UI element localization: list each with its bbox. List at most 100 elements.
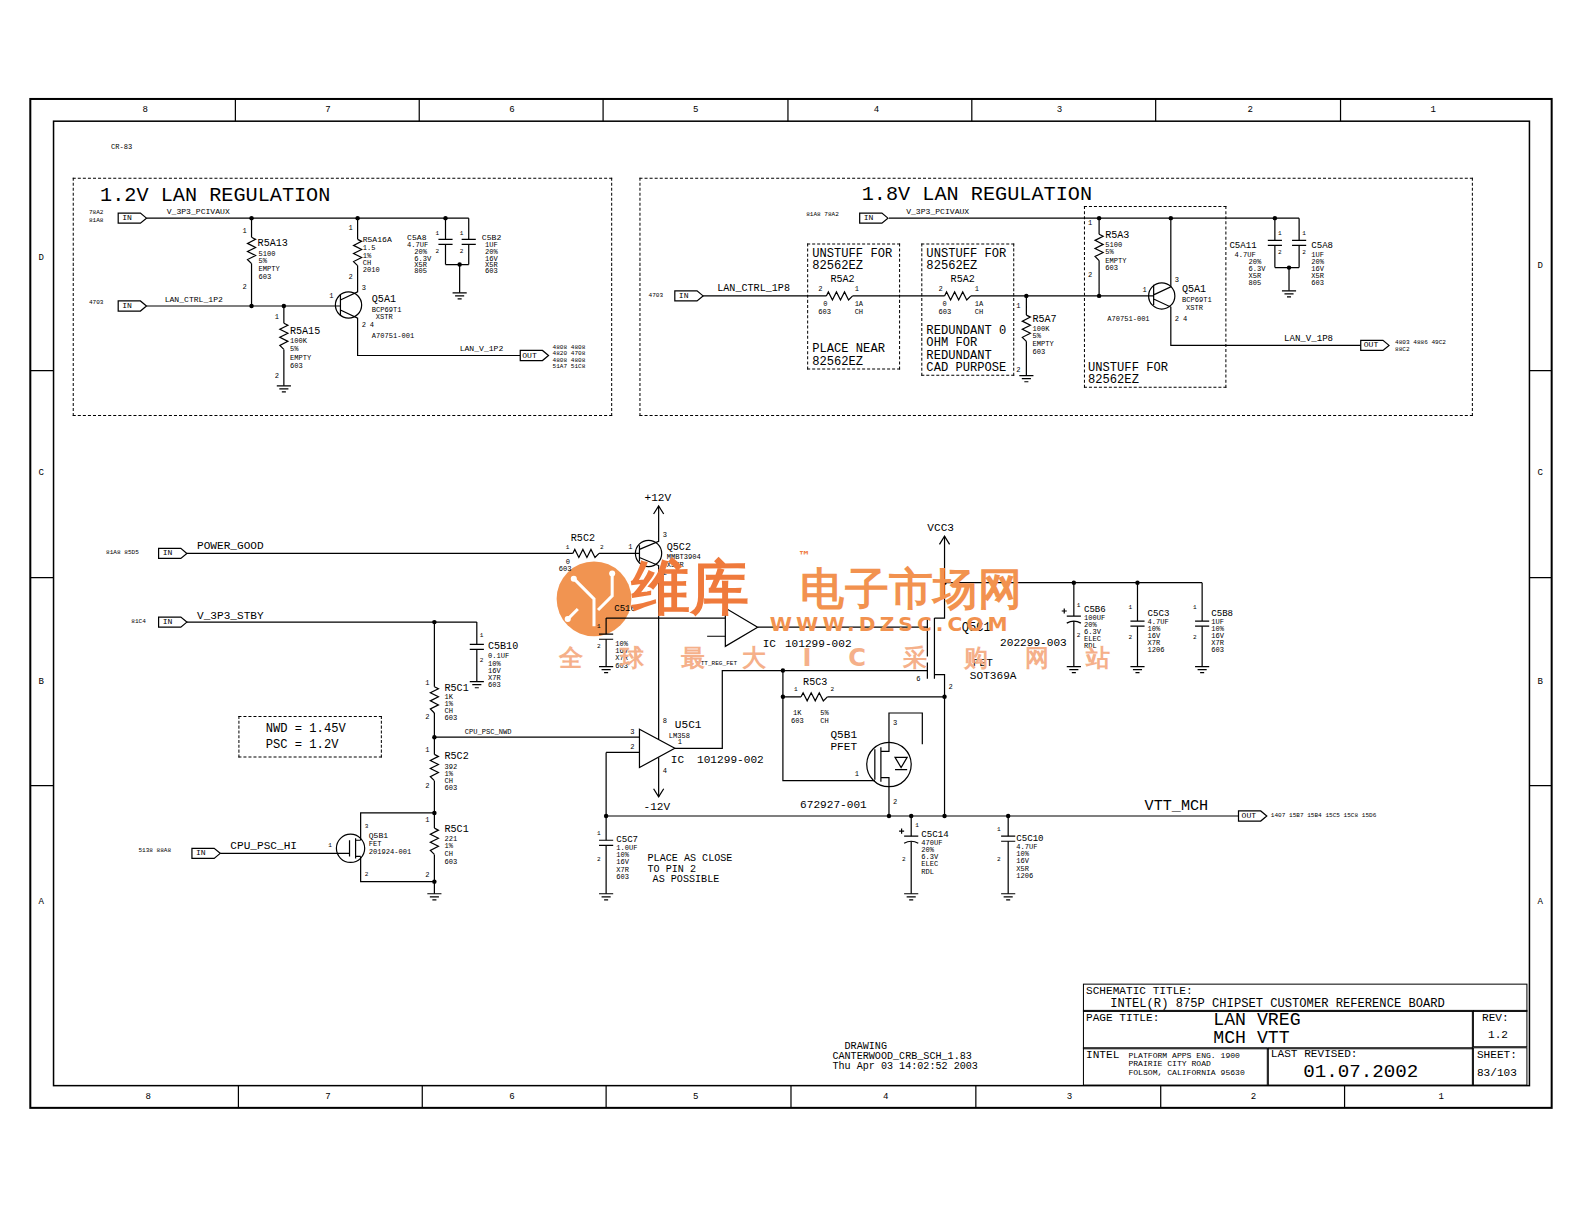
schematic-label: PFET [830, 741, 857, 753]
junction-dot [432, 735, 436, 739]
schematic-label: 81C4 [131, 618, 146, 625]
schematic-label: Thu Apr 03 14:02:52 2003 [832, 1062, 978, 1072]
schematic-label: 1206 [1148, 647, 1165, 654]
schematic-label: 2 [1248, 105, 1253, 115]
schematic-label: 1A [855, 299, 863, 307]
schematic-label: R5A16A [363, 235, 392, 244]
schematic-label: 20% [921, 847, 934, 854]
schematic-label: V_3P3_PCIVAUX [167, 208, 230, 216]
schematic-label: 2 [365, 871, 369, 878]
schematic-label: 1 [275, 313, 279, 321]
node-text-block: LAST REVISED: [1271, 1049, 1358, 1060]
component-symbol [573, 549, 599, 557]
watermark-text: WWW.DZSC.COM [770, 614, 1012, 634]
schematic-label: 0.1UF [488, 652, 509, 660]
watermark-text: 电子市场网 [800, 563, 1022, 615]
schematic-label: IN [864, 213, 874, 222]
schematic-label: 16V [1148, 632, 1161, 640]
schematic-label: 81A8 [89, 217, 104, 224]
schematic-label: A [1538, 896, 1543, 906]
schematic-label: CH [363, 258, 371, 266]
schematic-label: X7R [1148, 639, 1161, 647]
schematic-label: LAN_CTRL_1P2 [165, 296, 223, 304]
junction-dot [1273, 216, 1277, 220]
schematic-label: RDL [921, 868, 934, 875]
node-text: REV: [1482, 1012, 1509, 1024]
schematic-label: 1206 [1148, 646, 1165, 654]
schematic-label: 1UF [1211, 619, 1224, 626]
schematic-label: 2 [1128, 635, 1132, 641]
schematic-label: 1UF [1311, 250, 1324, 258]
schematic-label: 6.3V [921, 853, 938, 861]
schematic-label: X7R [1211, 640, 1224, 647]
schematic-label: 81A8 78A2 [806, 211, 839, 218]
schematic-label: 2 [1088, 271, 1092, 278]
schematic-label: ELEC [1084, 636, 1101, 643]
schematic-label: 1K [444, 693, 452, 700]
schematic-label: R5C3 [803, 678, 827, 688]
schematic-label: IN [163, 618, 173, 626]
schematic-label: 10% [1148, 625, 1161, 633]
schematic-label: B [1538, 676, 1543, 686]
schematic-label: 3 [365, 823, 369, 830]
schematic-label: 3 [630, 729, 634, 736]
schematic-label: 603 [1032, 349, 1045, 356]
ground-symbol [904, 894, 918, 900]
schematic-label: 1 [328, 843, 332, 849]
schematic-label: PLACE AS CLOSE [648, 854, 733, 864]
schematic-label: C5B10 [488, 641, 518, 652]
watermark-text: 全 球 最 大 I C 采 购 网 站 [559, 643, 1124, 671]
schematic-label: 1UF [1311, 251, 1324, 258]
junction-dot [1135, 580, 1139, 584]
schematic-label: Thu Apr 03 14:02:52 2003 [832, 1061, 978, 1072]
ground-symbol [470, 682, 484, 688]
schematic-label: BCP69T1 [372, 307, 402, 314]
schematic-label: 603 [444, 858, 457, 866]
schematic-label: 1 [1128, 605, 1132, 611]
schematic-label: 101299-002 [697, 754, 764, 766]
port-flag [118, 213, 146, 223]
node-text-block: 1.8V LAN REGULATION [862, 185, 1092, 205]
schematic-label: 1206 [1016, 872, 1033, 879]
schematic-label: 3 [630, 728, 634, 736]
schematic-label: 1 [678, 738, 682, 746]
schematic-label: 10% [1211, 626, 1224, 633]
schematic-label: 2 [1088, 270, 1092, 278]
node-text: 1.8V LAN REGULATION [862, 183, 1092, 206]
node-text: UNSTUFF FOR 82562EZ [926, 246, 1006, 272]
schematic-label: 1 [349, 225, 353, 232]
schematic-label: X5R [1249, 272, 1262, 279]
schematic-label: DRAWING [845, 1041, 887, 1052]
schematic-label: 5% [1032, 332, 1040, 340]
component-symbol [280, 323, 288, 349]
schematic-label: VCC3 [927, 522, 954, 534]
wire [146, 218, 520, 386]
schematic-label: Q5B1 [369, 832, 388, 840]
schematic-label: RDL [921, 867, 934, 875]
schematic-label: 5% [259, 256, 267, 264]
schematic-label: 1 [435, 230, 439, 237]
schematic-label: 2 [275, 371, 279, 379]
schematic-label: ELEC [921, 860, 938, 868]
schematic-label: VCC3 [927, 523, 954, 534]
schematic-label: R5A7 [1032, 314, 1056, 325]
schematic-label: AS POSSIBLE [653, 875, 720, 885]
schematic-label: TO PIN 2 [648, 864, 697, 874]
schematic-label: 10% [488, 659, 501, 667]
schematic-label: C5A8 [1311, 242, 1333, 251]
schematic-label: 1 [1430, 106, 1435, 115]
schematic-label: CPU_PSC_HI [230, 840, 297, 852]
schematic-label: 1 [975, 285, 979, 292]
component-symbol [1149, 283, 1175, 309]
schematic-label: 4703 [89, 300, 104, 306]
schematic-label: 2 [460, 248, 464, 255]
schematic-label: VTT_MCH [1145, 797, 1209, 814]
schematic-label: 2 [818, 285, 822, 292]
schematic-label: 8 [142, 106, 147, 115]
port-flag [118, 213, 1389, 858]
schematic-label: 1 [915, 822, 919, 829]
node-text: REDUNDANT 0 OHM FOR REDUNDANT CAD PURPOS… [926, 324, 1006, 374]
schematic-label: XSTR [376, 314, 393, 321]
schematic-label: 4 [370, 322, 374, 329]
wire [703, 218, 1361, 376]
